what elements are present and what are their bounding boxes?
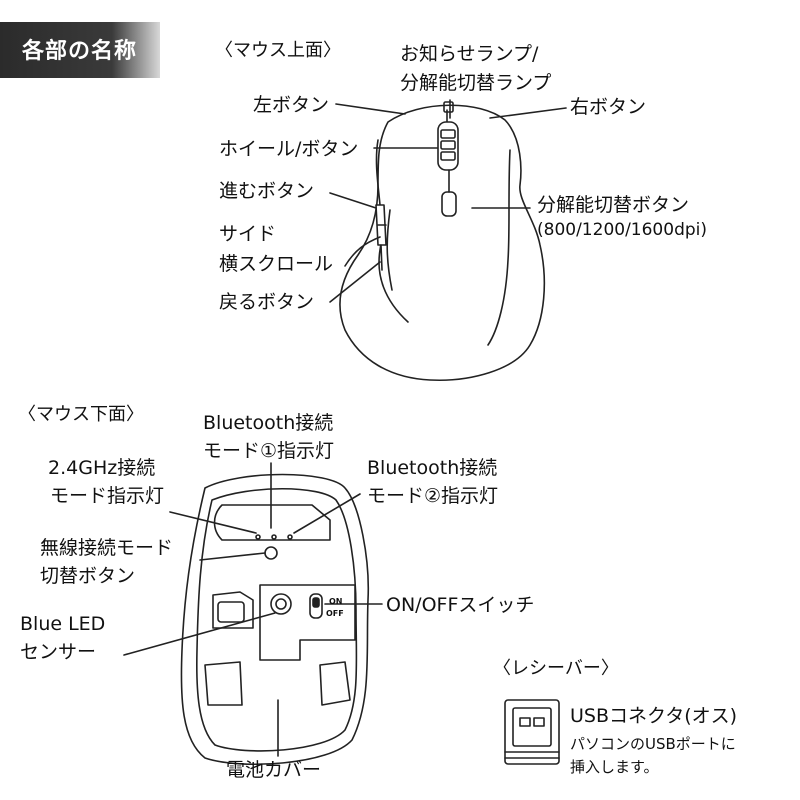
- dpi-button-label: 分解能切替ボタン: [537, 194, 690, 216]
- sensor-shape: [270, 593, 292, 615]
- switch-off-label: OFF: [326, 609, 344, 618]
- forward-button-label: 進むボタン: [219, 180, 315, 202]
- sensor-label-line2: センサー: [20, 641, 97, 663]
- receiver-note-line2: 挿入します。: [570, 758, 659, 776]
- bottom-heading: 〈マウス下面〉: [18, 404, 144, 425]
- receiver-shape: [504, 699, 560, 765]
- ghz-label-line1: 2.4GHz接続: [48, 457, 156, 479]
- ghz-label-line2: モード指示灯: [50, 485, 165, 507]
- mode-switch-button-shape: [264, 546, 278, 560]
- lamp-shape: [443, 101, 454, 113]
- right-button-label: 右ボタン: [570, 96, 647, 118]
- dpi-values-label: (800/1200/1600dpi): [537, 220, 707, 240]
- mouse-top-outline: [339, 104, 546, 381]
- lamp-label-line2: 分解能切替ランプ: [400, 72, 552, 94]
- wheel-shape: [437, 121, 459, 171]
- onoff-switch-shape: [309, 593, 323, 619]
- section-title: 各部の名称: [22, 39, 138, 64]
- mode-switch-label-line1: 無線接続モード: [40, 537, 174, 559]
- mouse-bottom-inner: [196, 487, 358, 752]
- side-scroll-label-line2: 横スクロール: [219, 253, 334, 275]
- bt2-label-line2: モード②指示灯: [367, 485, 499, 507]
- mouse-top-inner-left: [375, 139, 409, 323]
- dpi-button-shape: [441, 191, 457, 217]
- section-title-banner: 各部の名称: [0, 22, 160, 78]
- mouse-bottom-outline: [180, 473, 370, 765]
- switch-on-label: ON: [329, 597, 343, 606]
- usb-connector-label: USBコネクタ(オス): [570, 705, 738, 727]
- bt1-label-line2: モード①指示灯: [203, 440, 335, 462]
- battery-cover-label: 電池カバー: [226, 759, 322, 781]
- receiver-heading: 〈レシーバー〉: [493, 658, 619, 679]
- wheel-button-label: ホイール/ボタン: [219, 138, 359, 160]
- mouse-top-inner-right: [487, 149, 511, 346]
- receiver-note-line1: パソコンのUSBポートに: [570, 735, 736, 753]
- side-scroll-label-line1: サイド: [219, 223, 277, 245]
- top-heading: 〈マウス上面〉: [215, 40, 341, 61]
- onoff-switch-label: ON/OFFスイッチ: [386, 594, 535, 616]
- lamp-label-line1: お知らせランプ/: [400, 43, 539, 65]
- back-button-label: 戻るボタン: [219, 291, 315, 313]
- mouse-top-side-edge: [386, 209, 393, 291]
- bt1-label-line1: Bluetooth接続: [203, 412, 334, 434]
- left-button-label: 左ボタン: [253, 94, 330, 116]
- mode-switch-label-line2: 切替ボタン: [40, 565, 136, 587]
- bt2-label-line1: Bluetooth接続: [367, 457, 498, 479]
- sensor-label-line1: Blue LED: [20, 613, 106, 635]
